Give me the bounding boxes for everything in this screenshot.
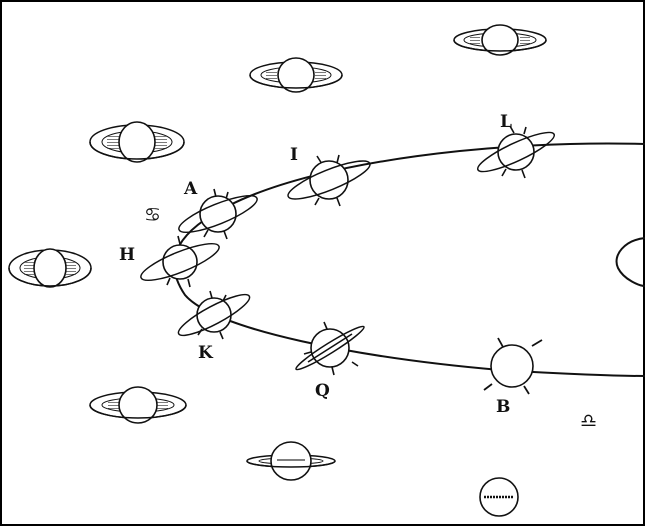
label-H: H bbox=[119, 245, 135, 265]
saturn-at-I bbox=[287, 154, 371, 207]
label-A: A bbox=[183, 179, 198, 199]
saturn-at-Q bbox=[295, 321, 365, 376]
saturn-at-B bbox=[483, 337, 543, 395]
saturn-at-K bbox=[177, 290, 251, 340]
label-L: L bbox=[500, 112, 512, 132]
label-Q: Q bbox=[315, 381, 330, 401]
saturn-at-H bbox=[140, 235, 220, 288]
saturn-at-A bbox=[178, 188, 258, 240]
cancer-sign-icon: ♋ bbox=[144, 204, 161, 226]
saturn-view-bottom-center bbox=[246, 441, 336, 481]
saturn-view-upper-left bbox=[89, 121, 185, 163]
saturn-view-lower-left bbox=[89, 386, 187, 424]
orbit-path bbox=[173, 142, 645, 377]
label-I: I bbox=[290, 145, 298, 165]
saturn-view-far-left bbox=[8, 248, 92, 288]
saturn-view-top-center bbox=[249, 57, 343, 93]
saturn-at-L bbox=[476, 125, 556, 179]
saturn-view-top-right bbox=[453, 24, 547, 56]
saturn-view-bottom-right bbox=[479, 477, 519, 517]
libra-sign-icon: ♎ bbox=[580, 410, 597, 432]
label-B: B bbox=[496, 397, 510, 417]
label-K: K bbox=[198, 343, 214, 363]
sun-ellipse bbox=[615, 237, 645, 287]
